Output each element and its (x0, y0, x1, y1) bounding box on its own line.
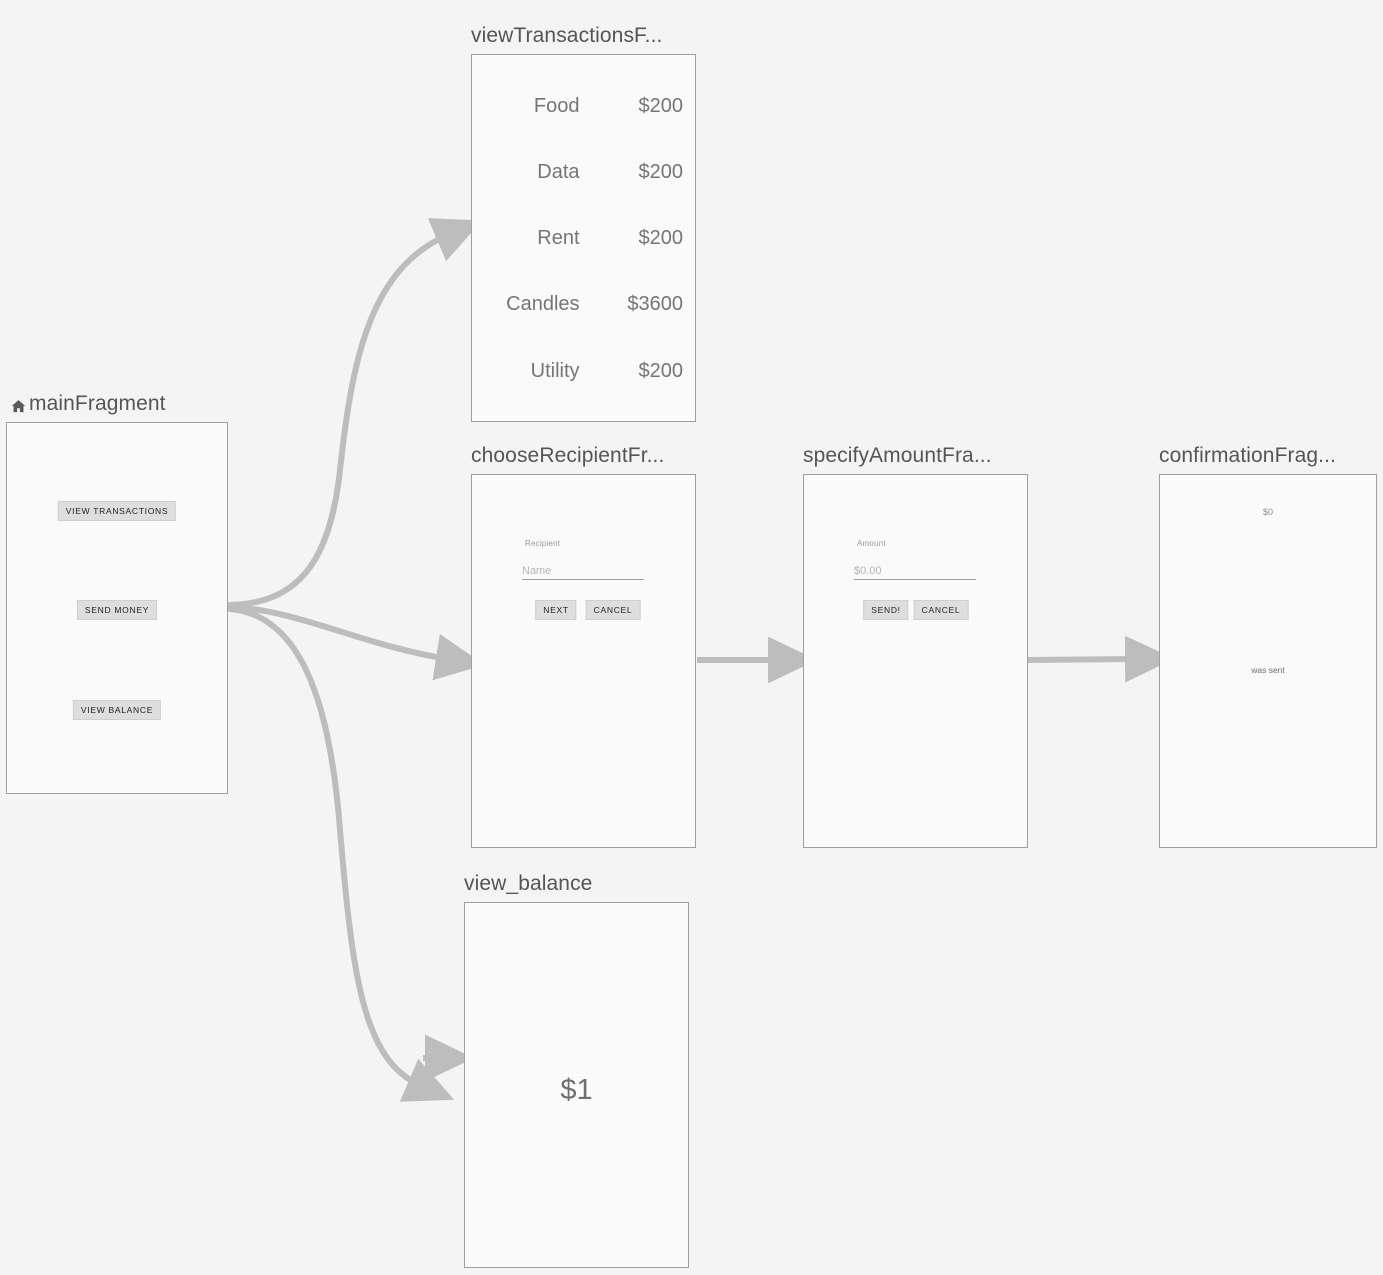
edge-specify-amount-to-confirmation (1026, 635, 1175, 683)
cancel-button[interactable]: CANCEL (913, 600, 969, 620)
amount-input[interactable] (854, 565, 976, 580)
recipient-input[interactable] (522, 565, 644, 580)
node-choose-recipient[interactable]: chooseRecipientFr... Recipient NEXT CANC… (471, 444, 696, 848)
confirmation-amount: $0 (1262, 507, 1273, 517)
transaction-name: Data (537, 161, 580, 183)
recipient-label: Recipient (525, 539, 561, 548)
panel-view-transactions[interactable]: Food $200 Data $200 Rent $200 Candles $3… (471, 54, 696, 422)
node-title-main-fragment: mainFragment (10, 392, 166, 416)
node-title-choose-recipient: chooseRecipientFr... (471, 444, 665, 467)
node-view-balance[interactable]: view_balance $1 (464, 872, 689, 1268)
table-row: Candles $3600 (484, 292, 683, 316)
node-title-view-transactions: viewTransactionsF... (471, 24, 663, 47)
edge-main-to-choose-recipient (227, 604, 485, 681)
edge-main-to-view-balance (227, 606, 455, 1102)
panel-specify-amount[interactable]: Amount SEND! CANCEL (803, 474, 1028, 848)
view-balance-button[interactable]: VIEW BALANCE (72, 700, 162, 720)
node-title-specify-amount: specifyAmountFra... (803, 444, 992, 467)
edge-main-to-view-transactions (227, 218, 483, 608)
node-view-transactions[interactable]: viewTransactionsF... Food $200 Data $200… (471, 24, 696, 422)
view-transactions-button[interactable]: VIEW TRANSACTIONS (57, 501, 177, 521)
panel-confirmation[interactable]: $0 was sent (1159, 474, 1377, 848)
node-specify-amount[interactable]: specifyAmountFra... Amount SEND! CANCEL (803, 444, 1028, 848)
node-title-confirmation: confirmationFrag... (1159, 444, 1336, 467)
home-icon (10, 397, 27, 414)
panel-main-fragment[interactable]: VIEW TRANSACTIONS SEND MONEY VIEW BALANC… (6, 422, 228, 794)
amount-label: Amount (857, 539, 886, 548)
panel-choose-recipient[interactable]: Recipient NEXT CANCEL (471, 474, 696, 848)
send-money-button[interactable]: SEND MONEY (76, 600, 158, 620)
transaction-amount: $200 (638, 161, 684, 183)
table-row: Rent $200 (484, 226, 683, 250)
node-title-view-balance: view_balance (464, 872, 593, 895)
transaction-amount: $200 (638, 360, 684, 382)
node-main-fragment[interactable]: mainFragment VIEW TRANSACTIONS SEND MONE… (6, 392, 228, 794)
transaction-name: Food (533, 95, 580, 117)
table-row: Data $200 (484, 160, 683, 184)
send-button[interactable]: SEND! (863, 600, 909, 620)
transaction-amount: $200 (638, 95, 684, 117)
panel-view-balance[interactable]: $1 (464, 902, 689, 1268)
cancel-button[interactable]: CANCEL (585, 600, 641, 620)
balance-amount: $1 (560, 1074, 593, 1106)
transaction-name: Rent (537, 227, 580, 249)
transaction-amount: $200 (638, 227, 684, 249)
transaction-name: Utility (530, 360, 580, 382)
table-row: Food $200 (484, 94, 683, 118)
table-row: Utility $200 (484, 359, 683, 383)
node-confirmation[interactable]: confirmationFrag... $0 was sent (1159, 444, 1377, 848)
next-button[interactable]: NEXT (535, 600, 577, 620)
node-title-text: mainFragment (29, 392, 166, 415)
transaction-name: Candles (506, 293, 580, 315)
confirmation-caption: was sent (1251, 665, 1285, 675)
transaction-amount: $3600 (627, 293, 683, 315)
